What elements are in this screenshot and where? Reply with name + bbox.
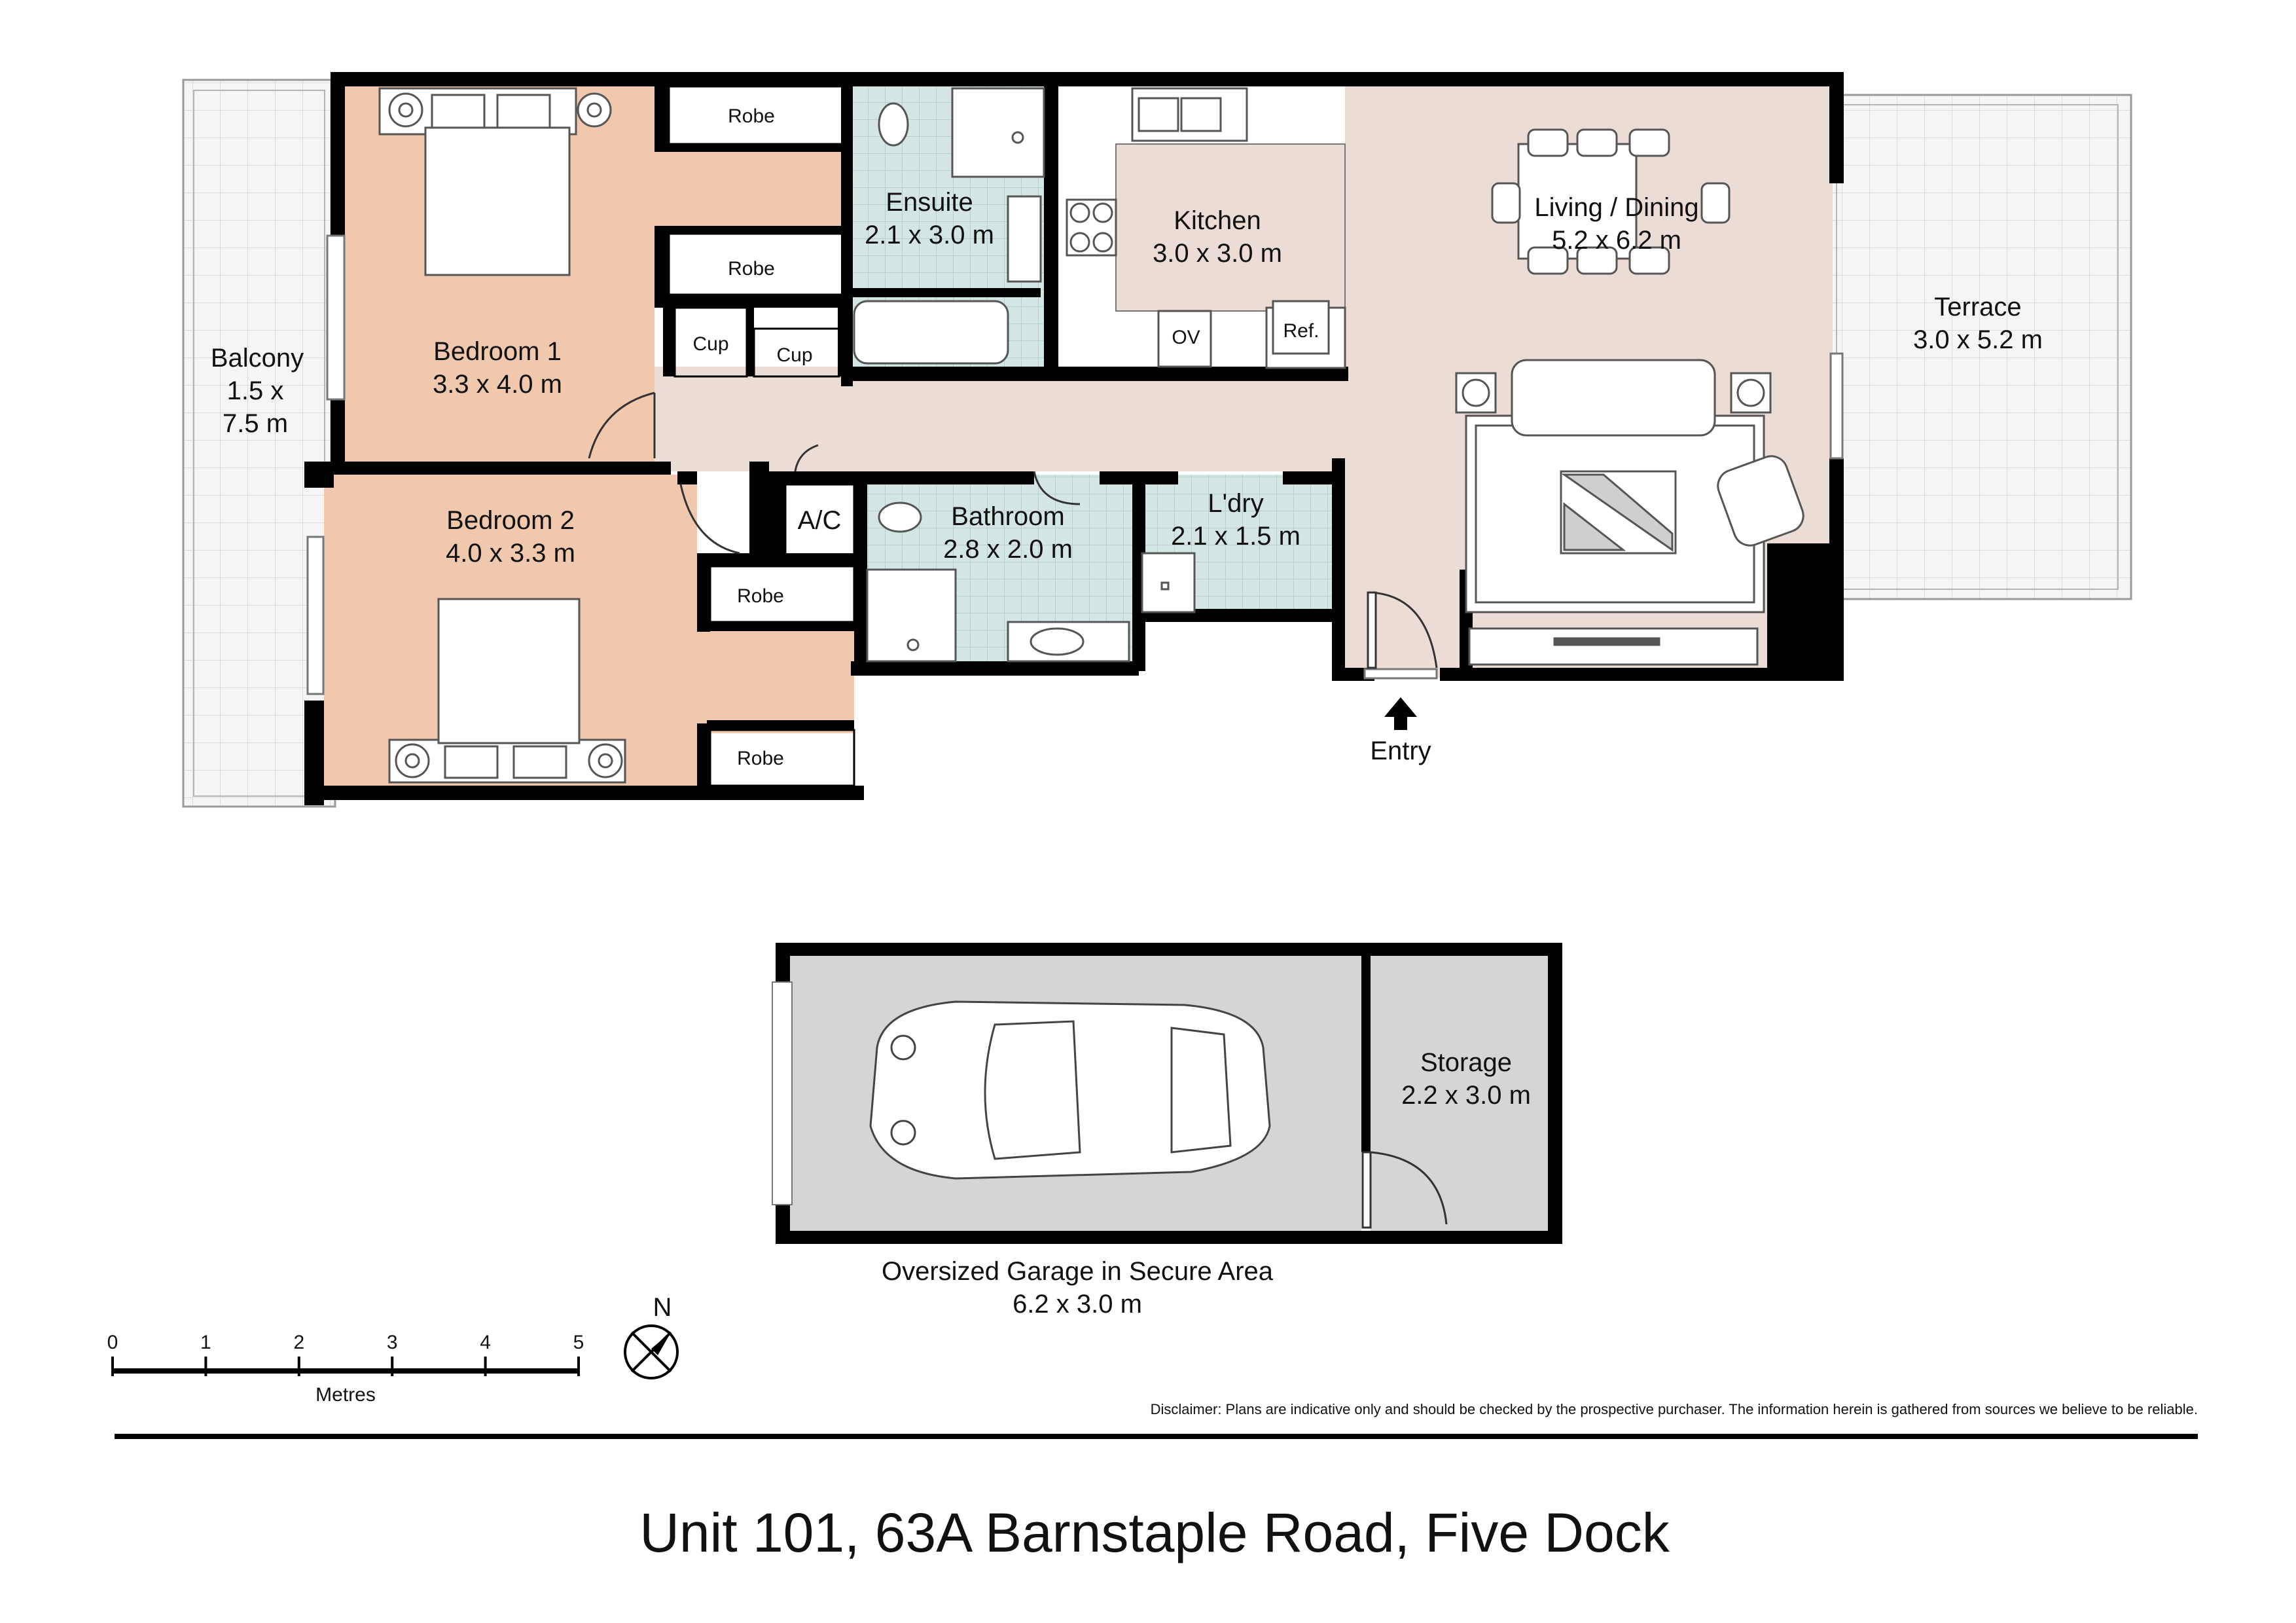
fridge-label: Ref. xyxy=(1283,320,1319,342)
bedroom2-name: Bedroom 2 xyxy=(446,506,575,535)
compass-north-label: N xyxy=(653,1293,672,1322)
cup-label: Cup xyxy=(692,333,728,355)
laundry-fixtures xyxy=(1141,552,1196,613)
kitchen-dim: 3.0 x 3.0 m xyxy=(1153,239,1282,268)
terrace-dim: 3.0 x 5.2 m xyxy=(1913,325,2043,354)
scale-bar: 0 1 2 3 4 5 Metres xyxy=(107,1332,584,1406)
laundry-dim: 2.1 x 1.5 m xyxy=(1171,522,1300,551)
entry-arrow-icon xyxy=(1384,697,1417,730)
terrace xyxy=(1825,94,2132,600)
balcony xyxy=(182,79,336,808)
bedroom1-name: Bedroom 1 xyxy=(433,337,562,366)
bathroom-fixtures xyxy=(866,501,1130,663)
balcony-name: Balcony xyxy=(211,344,304,373)
garage-name: Oversized Garage in Secure Area xyxy=(882,1257,1274,1286)
doors xyxy=(588,392,1448,1229)
page-title: Unit 101, 63A Barnstaple Road, Five Dock xyxy=(639,1502,1670,1563)
living-dim: 5.2 x 6.2 m xyxy=(1552,226,1681,255)
disclaimer: Disclaimer: Plans are indicative only an… xyxy=(1151,1401,2198,1417)
scale-tick-label: 2 xyxy=(293,1332,304,1353)
bedroom1-dim: 3.3 x 4.0 m xyxy=(433,370,562,399)
robe-label: Robe xyxy=(737,585,784,607)
scale-tick xyxy=(204,1357,207,1376)
balcony-dim-2: 7.5 m xyxy=(223,409,288,438)
scale-unit: Metres xyxy=(315,1384,376,1406)
entry-label: Entry xyxy=(1370,737,1431,765)
lounge xyxy=(1455,359,1804,666)
robe-label: Robe xyxy=(728,105,775,127)
walls xyxy=(304,72,1844,1244)
bedroom2-dim: 4.0 x 3.3 m xyxy=(446,539,575,568)
scale-tick xyxy=(577,1357,580,1376)
car-icon xyxy=(869,1000,1271,1180)
compass-icon: N xyxy=(624,1293,679,1379)
bed-bedroom2 xyxy=(388,598,626,784)
scale-tick xyxy=(111,1357,114,1376)
kitchen-fixtures xyxy=(1066,87,1346,369)
scale-tick-label: 1 xyxy=(200,1332,211,1353)
ensuite-fixtures xyxy=(853,87,1045,365)
bathroom-dim: 2.8 x 2.0 m xyxy=(943,535,1073,564)
scale-tick-label: 3 xyxy=(387,1332,398,1353)
laundry-name: L'dry xyxy=(1208,489,1263,518)
kitchen-name: Kitchen xyxy=(1174,206,1261,235)
storage-dim: 2.2 x 3.0 m xyxy=(1401,1081,1531,1110)
divider xyxy=(115,1434,2198,1439)
robe-label: Robe xyxy=(728,258,775,280)
cup-label: Cup xyxy=(776,344,812,366)
scale-tick xyxy=(391,1357,394,1376)
ensuite-name: Ensuite xyxy=(886,188,973,217)
fixture-boxes xyxy=(668,85,855,787)
storage-name: Storage xyxy=(1420,1048,1512,1077)
balcony-dim-1: 1.5 x xyxy=(227,376,284,405)
terrace-name: Terrace xyxy=(1934,293,2021,321)
robe-label: Robe xyxy=(737,748,784,769)
scale-tick xyxy=(484,1357,487,1376)
bathroom-name: Bathroom xyxy=(951,502,1064,531)
garage-dim: 6.2 x 3.0 m xyxy=(1013,1290,1142,1319)
scale-tick-label: 5 xyxy=(573,1332,584,1353)
bed-bedroom1 xyxy=(378,87,612,276)
ac-label: A/C xyxy=(798,506,842,535)
living-name: Living / Dining xyxy=(1534,193,1698,222)
scale-tick-label: 4 xyxy=(480,1332,491,1353)
room-labels: Balcony 1.5 x 7.5 m Bedroom 1 3.3 x 4.0 … xyxy=(211,105,2043,1319)
scale-tick-label: 0 xyxy=(107,1332,118,1353)
ensuite-dim: 2.1 x 3.0 m xyxy=(865,221,994,249)
windows xyxy=(306,234,1844,695)
oven-label: OV xyxy=(1172,327,1200,348)
dining-table xyxy=(1491,128,1731,275)
scale-tick xyxy=(297,1357,300,1376)
